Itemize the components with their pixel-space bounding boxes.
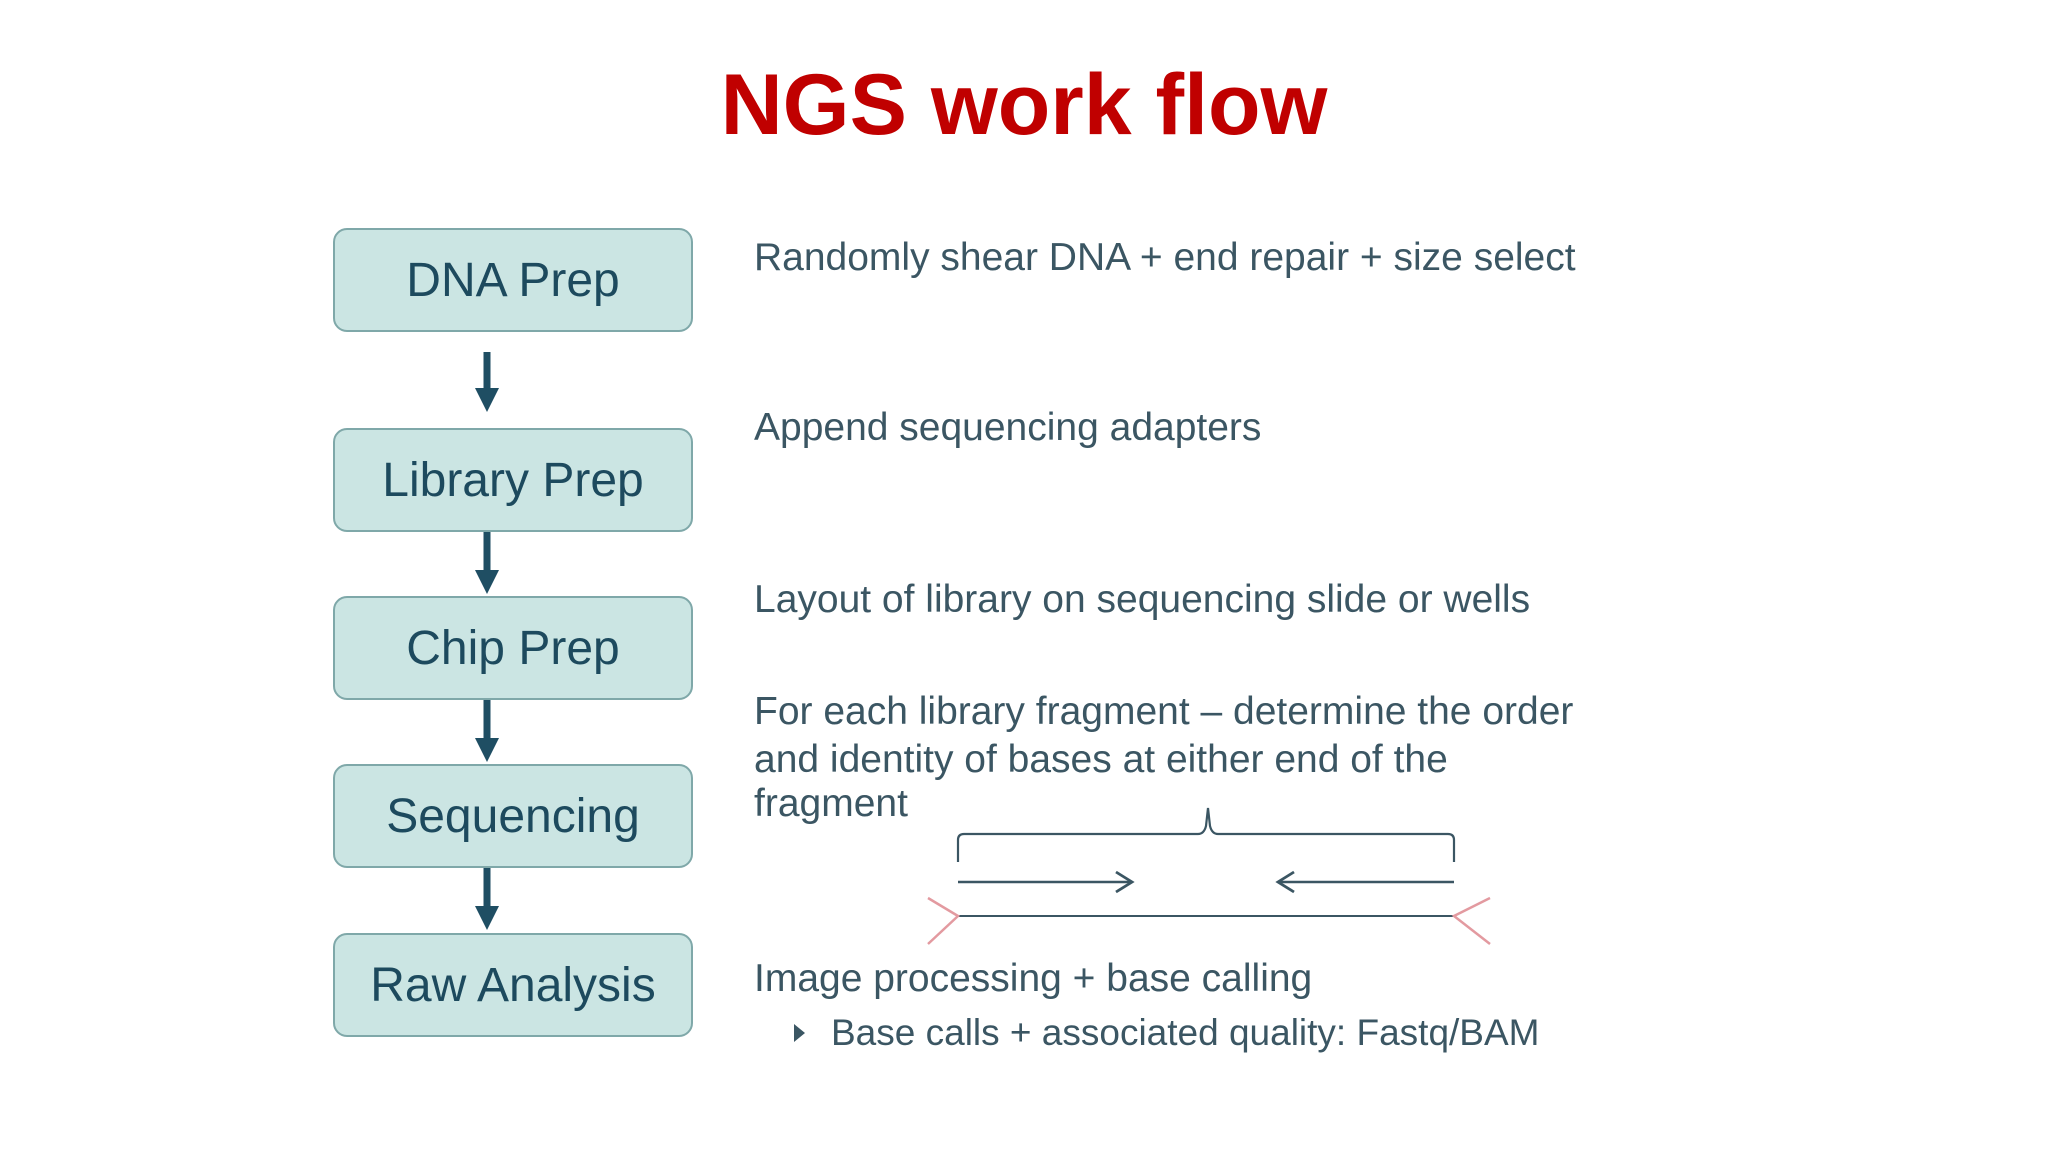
step-box-raw-analysis: Raw Analysis — [333, 933, 693, 1037]
dna-fragment-line — [927, 896, 1491, 945]
flow-arrow-4-down-arrow-icon — [475, 868, 499, 930]
step-label: Raw Analysis — [370, 958, 656, 1012]
step-box-chip-prep: Chip Prep — [333, 596, 693, 700]
fragment-brace — [956, 807, 1456, 862]
forward-read-arrow-icon — [958, 870, 1135, 894]
step-label: Library Prep — [382, 453, 644, 507]
flow-arrow-1-down-arrow-icon — [475, 352, 499, 412]
sub-bullet-raw-analysis: Base calls + associated quality: Fastq/B… — [794, 1010, 1539, 1056]
step-description-sequencing: For each library fragment – determine th… — [754, 688, 1573, 828]
step-box-library-prep: Library Prep — [333, 428, 693, 532]
sub-bullet-text: Base calls + associated quality: Fastq/B… — [831, 1012, 1540, 1053]
description-line: and identity of bases at either end of t… — [754, 738, 1448, 781]
step-description-raw-analysis: Image processing + base calling — [754, 957, 1313, 1000]
bullet-triangle-icon — [794, 1024, 805, 1042]
step-label: Chip Prep — [406, 621, 620, 675]
description-line: For each library fragment – determine th… — [754, 690, 1574, 733]
step-box-dna-prep: DNA Prep — [333, 228, 693, 332]
reverse-read-arrow-icon — [1275, 870, 1454, 894]
description-line: fragment — [754, 782, 908, 825]
flow-arrow-3-down-arrow-icon — [475, 700, 499, 762]
step-label: DNA Prep — [406, 253, 620, 307]
step-description-dna-prep: Randomly shear DNA + end repair + size s… — [754, 236, 1576, 279]
step-description-library-prep: Append sequencing adapters — [754, 406, 1262, 449]
step-label: Sequencing — [386, 789, 640, 843]
slide-title: NGS work flow — [720, 57, 1328, 153]
flow-arrow-2-down-arrow-icon — [475, 532, 499, 594]
step-box-sequencing: Sequencing — [333, 764, 693, 868]
step-description-chip-prep: Layout of library on sequencing slide or… — [754, 578, 1531, 621]
